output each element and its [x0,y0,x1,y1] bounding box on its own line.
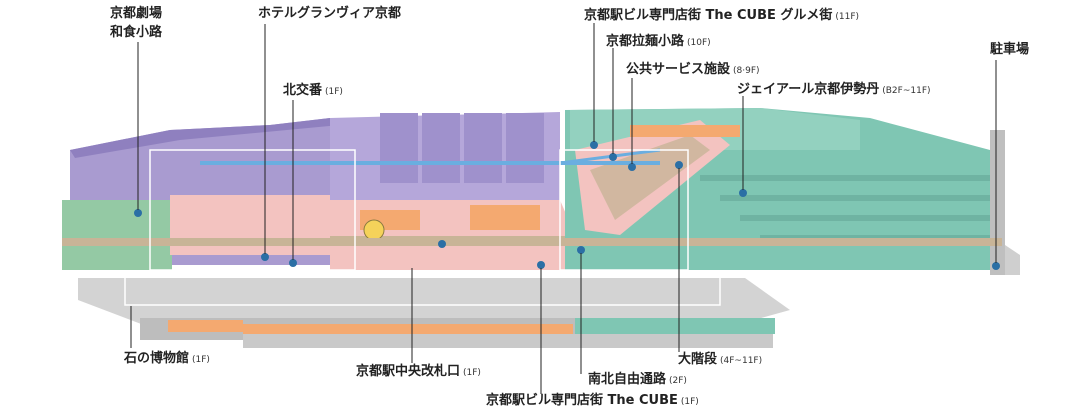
frame-west [149,149,356,271]
central-tower-3 [464,113,502,183]
east-band-3 [740,215,990,221]
label-public: 公共サービス施設(8·9F) [626,62,760,79]
label-theater-line2: 和食小路 [110,25,163,40]
label-isetan-floor: (B2F~11F) [882,86,931,96]
label-isetan-name: ジェイアール京都伊勢丹 [737,82,880,97]
label-public-floor: (8·9F) [733,66,760,76]
label-ramen: 京都拉麺小路(10F) [606,34,711,51]
dot-cube [537,261,545,269]
parking-structure [990,130,1005,275]
label-passage-floor: (2F) [669,376,687,386]
label-koban-name: 北交番 [283,83,323,98]
label-cube-gourmet: 京都駅ビル専門店街 The CUBE グルメ街(11F) [584,8,859,25]
staircase-tan [590,135,710,220]
label-parking: 駐車場 [990,42,1030,57]
dot-public [628,163,636,171]
dot-koban [289,259,297,267]
west-wing-roof [70,118,340,158]
label-theater-line1: 京都劇場 [110,6,163,21]
label-stone: 石の博物館(1F) [124,351,210,368]
label-stone-name: 石の博物館 [124,351,190,366]
label-isetan: ジェイアール京都伊勢丹(B2F~11F) [737,82,931,99]
dot-parking [992,262,1000,270]
east-roof-orange [630,125,740,137]
label-cube-gourmet-name: 京都駅ビル専門店街 The CUBE グルメ街 [584,8,833,23]
label-theater: 京都劇場 和食小路 [110,4,162,42]
underground-gray-strip [243,334,773,348]
concourse-disc [363,219,385,241]
label-passage-name: 南北自由通路 [588,372,667,387]
label-gate-name: 京都駅中央改札口 [356,364,461,379]
label-cube-name: 京都駅ビル専門店街 The CUBE [486,393,678,408]
label-stairs: 大階段(4F~11F) [678,352,762,369]
underground-teal-strip [575,318,775,334]
dot-gate [438,240,446,248]
central-tower-2 [422,113,460,183]
tan-floor-band [62,238,1002,246]
dot-gourmet [590,141,598,149]
label-ramen-floor: (10F) [687,38,711,48]
label-ramen-name: 京都拉麺小路 [606,34,685,49]
label-passage: 南北自由通路(2F) [588,372,687,389]
concourse-orange-right [470,205,540,230]
frame-base [124,270,721,306]
label-public-name: 公共サービス施設 [626,62,731,77]
west-green-block [62,200,172,270]
label-koban-floor: (1F) [325,87,343,97]
label-cube-gourmet-floor: (11F) [835,12,860,22]
label-hotel: ホテルグランヴィア京都 [258,6,402,21]
label-cube: 京都駅ビル専門店街 The CUBE(1F) [486,393,699,410]
central-tower-1 [380,113,418,183]
label-koban: 北交番(1F) [283,83,343,100]
east-band-2 [720,195,990,201]
frame-east [559,149,689,271]
dot-isetan [739,189,747,197]
label-gate: 京都駅中央改札口(1F) [356,364,481,381]
label-stone-floor: (1F) [192,355,210,365]
label-stairs-name: 大階段 [678,352,718,367]
dot-theater [134,209,142,217]
dot-hotel [261,253,269,261]
label-cube-floor: (1F) [680,397,699,407]
label-stairs-floor: (4F~11F) [720,356,763,366]
parking-ramp [1005,245,1020,275]
dot-passage [577,246,585,254]
east-band-1 [700,175,990,181]
underground-orange-left [168,320,243,332]
label-gate-floor: (1F) [463,368,481,378]
dot-stairs [675,161,683,169]
underground-orange-right [243,324,573,334]
central-tower-4 [506,113,544,183]
dot-ramen [609,153,617,161]
